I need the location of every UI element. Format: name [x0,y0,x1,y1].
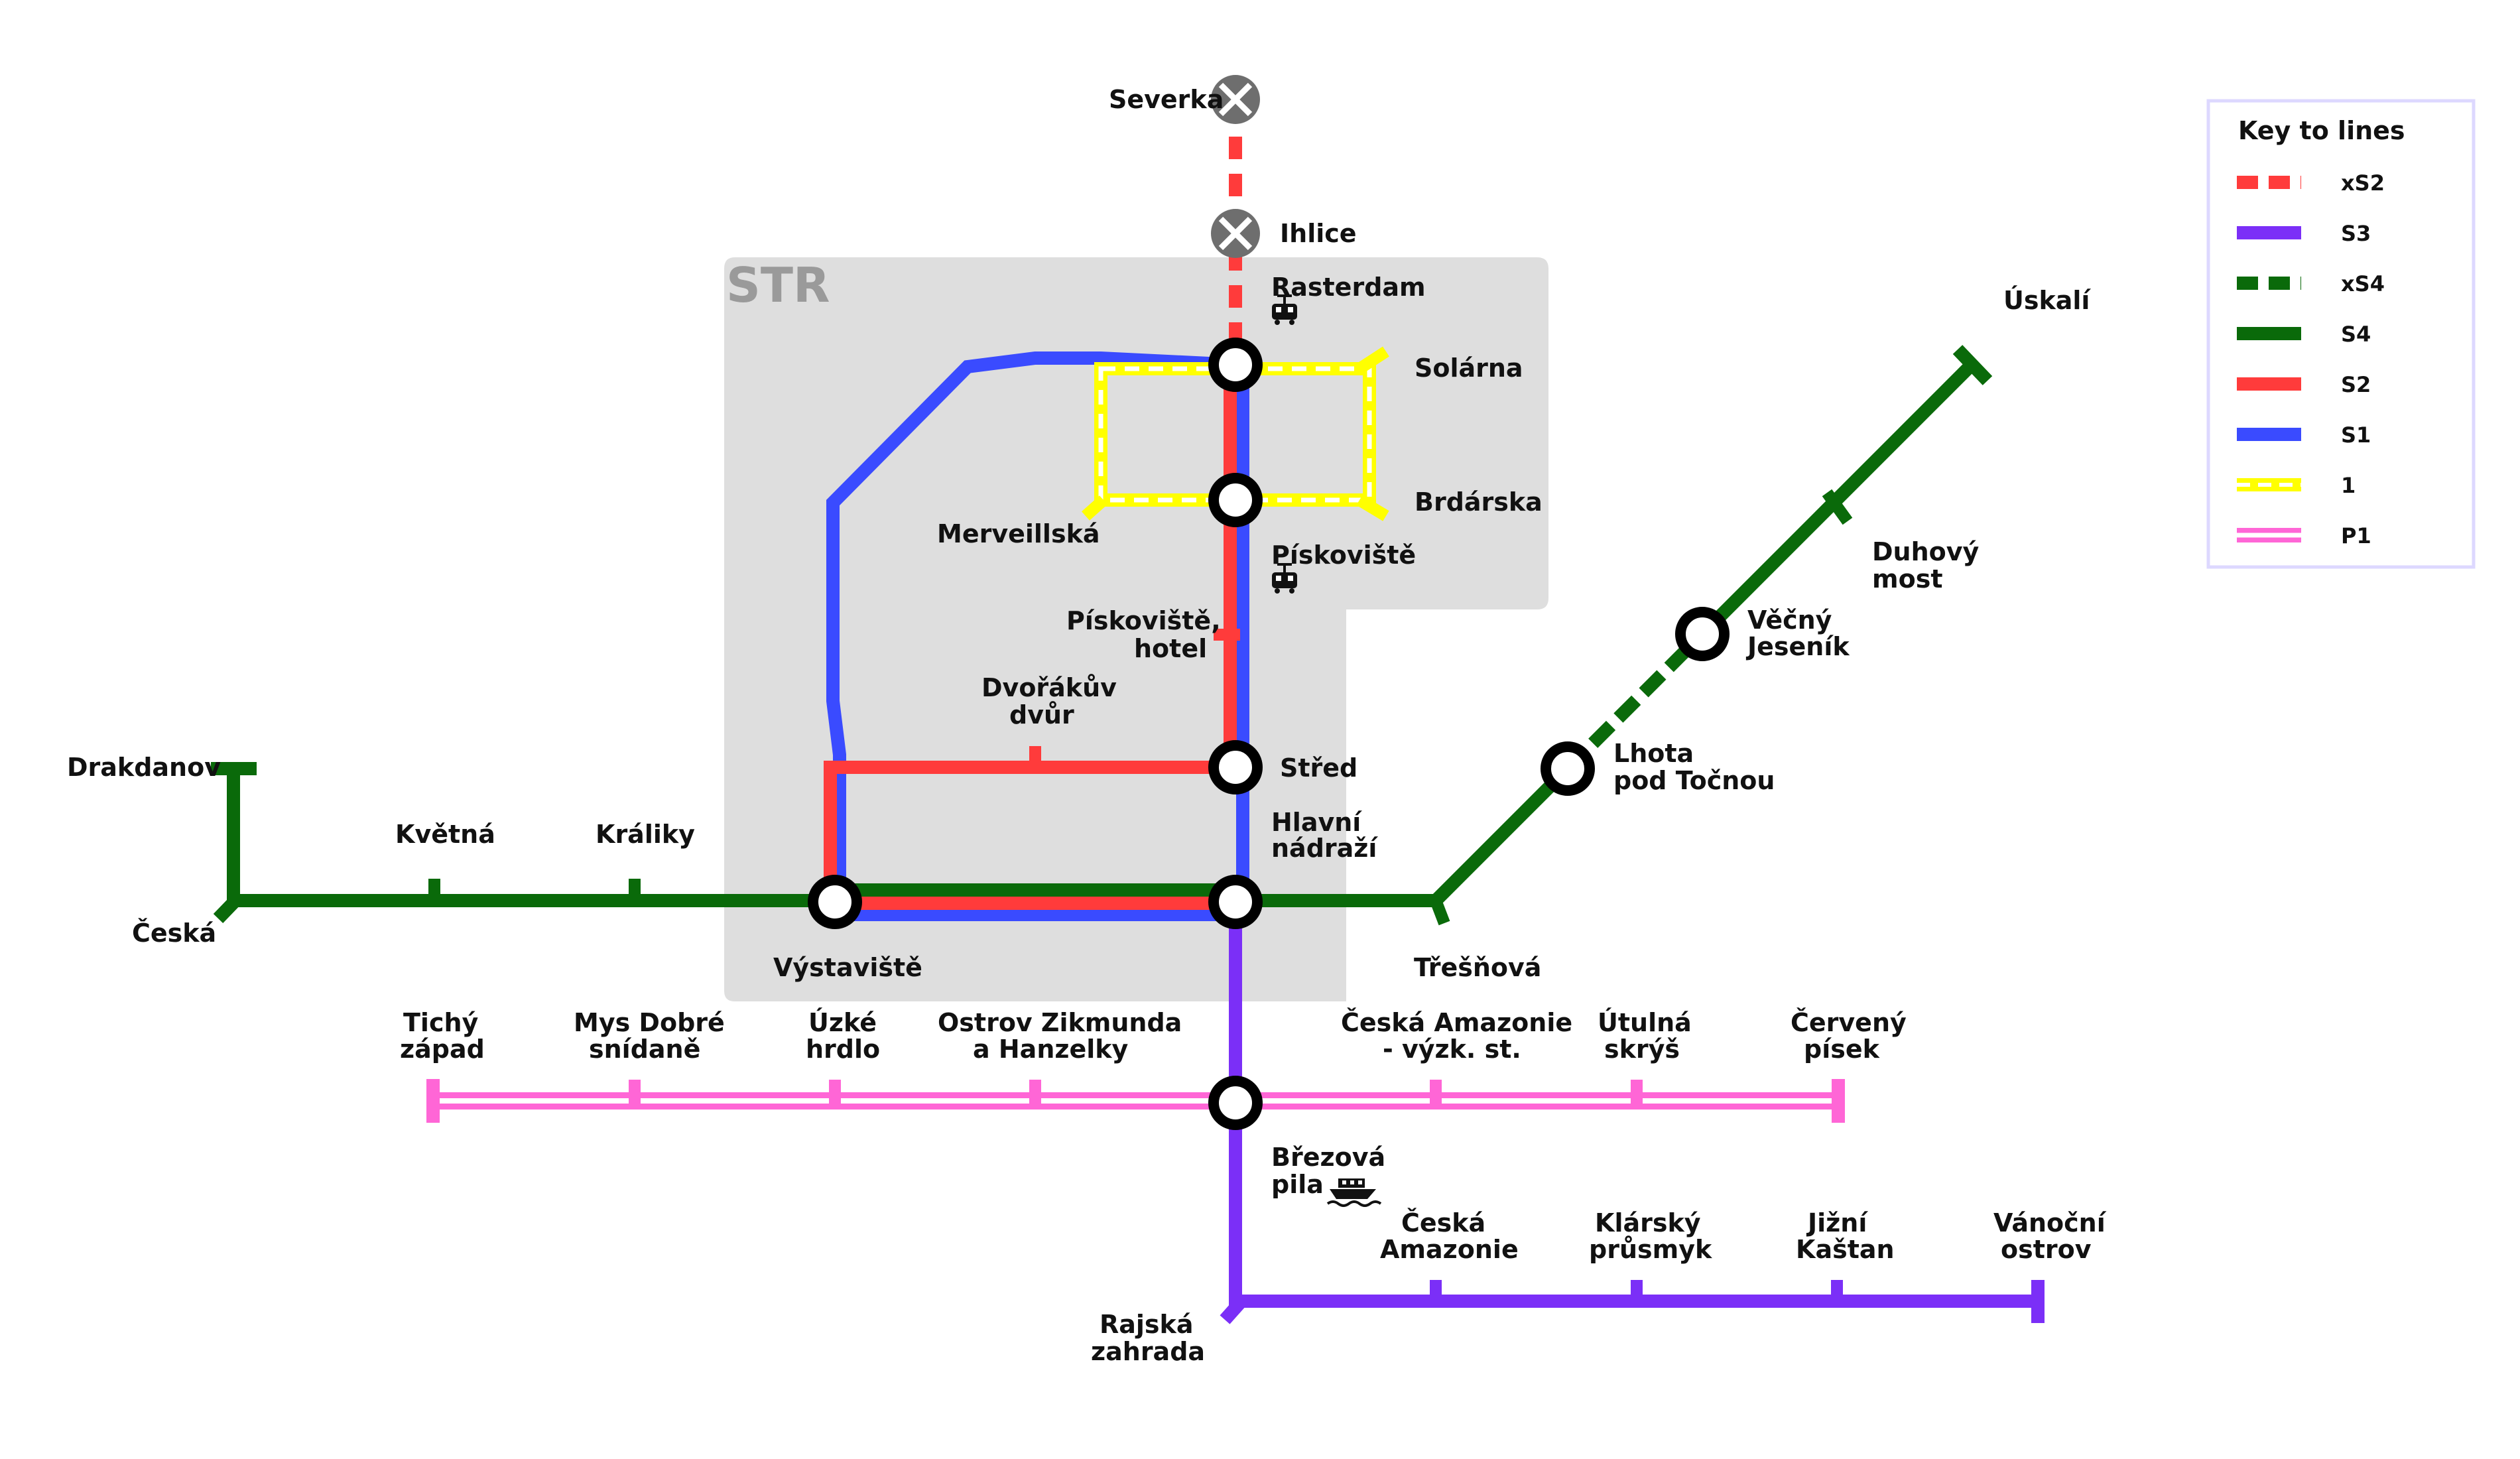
station-brezova-pila-interchange[interactable] [1208,1076,1263,1130]
label-cerveny-pisek-2: písek [1804,1035,1880,1064]
label-solarna: Solárna [1415,353,1523,383]
label-vecny-jesenik: Věčný [1747,605,1832,635]
label-kvetna: Květná [395,820,495,849]
line-s3 [1220,903,2045,1324]
svg-text:xS2: xS2 [2341,170,2385,196]
legend-title: Key to lines [2238,116,2405,145]
station-hlavni-nadrazi-interchange[interactable] [1208,875,1263,929]
label-klarsky-prusmyk: Klárský [1595,1208,1701,1237]
legend-item-s1: S1 [2237,422,2371,448]
label-uskali: Úskalí [2003,286,2091,315]
s4-tick [1822,489,1853,525]
label-cerveny-pisek: Červený [1791,1008,1907,1037]
label-lhota-2: pod Točnou [1613,766,1775,795]
label-drakdanov: Drakdanov [67,753,221,782]
label-piskoviste: Pískoviště [1271,540,1416,570]
label-kraliky: Králiky [596,820,695,849]
label-vecny-jesenik-2: Jeseník [1745,632,1850,661]
label-vystaviste: Výstaviště [773,953,922,982]
label-piskoviste-hotel: Pískoviště, [1066,606,1221,635]
label-ceska-amazonie-vyzk-2: - výzk. st. [1383,1035,1521,1064]
station-stred-interchange[interactable] [1208,740,1263,794]
tram-icon [1272,294,1297,325]
legend: Key to lines xS2 S3 xS4 S4 S2 S1 1 [2206,99,2476,569]
label-dvorakuv-dvur-2: dvůr [1009,700,1074,730]
label-vanocni-ostrov-2: ostrov [2001,1235,2092,1264]
label-ostrov-zikmunda-2: a Hanzelky [973,1035,1129,1064]
legend-item-1: 1 [2237,473,2356,498]
station-vecny-jesenik-interchange[interactable] [1675,607,1730,661]
label-stred: Střed [1280,753,1357,783]
label-ostrov-zikmunda: Ostrov Zikmunda [938,1008,1182,1037]
label-rasterdam: Rasterdam [1271,273,1426,302]
closed-station-icon [1211,75,1260,124]
svg-text:xS4: xS4 [2341,271,2385,296]
svg-text:S4: S4 [2341,322,2371,347]
zone-label: STR [726,257,830,313]
label-uzke-hrdlo-2: hrdlo [806,1035,880,1064]
legend-item-p1: P1 [2237,523,2371,548]
label-klarsky-prusmyk-2: průsmyk [1589,1235,1712,1264]
line-p1 [426,1079,1845,1123]
legend-item-s2: S2 [2237,372,2371,397]
svg-text:P1: P1 [2341,523,2371,548]
label-ihlice: Ihlice [1280,219,1357,248]
label-ceska-amazonie: Česká [1401,1208,1485,1237]
label-tresnova: Třešňová [1414,953,1541,982]
str-zone [724,257,1548,1001]
station-piskoviste-interchange[interactable] [1208,473,1263,527]
label-rajska-zahrada-2: zahrada [1091,1337,1205,1366]
svg-text:1: 1 [2341,473,2356,498]
label-severka: Severka [1109,85,1224,114]
label-utulna-skrys-2: skrýš [1604,1035,1680,1064]
label-mys-dobre-snidane: Mys Dobré [574,1008,725,1037]
label-dvorakuv-dvur: Dvořákův [981,673,1117,702]
svg-text:S3: S3 [2341,221,2371,246]
stations [808,338,1730,1130]
label-brezova-pila-2: pila [1271,1170,1324,1199]
legend-item-s4: S4 [2237,322,2371,347]
label-brezova-pila: Březová [1271,1143,1385,1172]
station-vystaviste-interchange[interactable] [808,875,862,929]
label-utulna-skrys: Útulná [1598,1008,1692,1037]
line-s1 [826,351,1249,921]
line-xs4 [1562,629,1708,774]
svg-text:S1: S1 [2341,422,2371,448]
label-duhovy-most: Duhový [1872,537,1980,566]
label-rajska-zahrada: Rajská [1100,1310,1193,1339]
label-ceska-amazonie-vyzk: Česká Amazonie [1341,1008,1572,1037]
station-lhota-interchange[interactable] [1541,741,1595,796]
label-merveillska: Merveillská [937,519,1100,548]
legend-item-s3: S3 [2237,221,2371,246]
label-brdarska: Brdárska [1415,487,1543,517]
label-hlavni-nadrazi-2: nádraží [1271,834,1378,863]
label-tichy-zapad-2: západ [400,1035,485,1064]
label-lhota: Lhota [1613,739,1694,768]
label-duhovy-most-2: most [1872,564,1943,594]
line-s4 [211,345,1993,926]
label-tichy-zapad: Tichý [403,1008,479,1037]
label-jizni-kastan-2: Kaštan [1796,1235,1895,1264]
tram-icon [1272,563,1297,594]
line-s2 [824,365,1240,910]
closed-station-icon [1211,209,1260,258]
label-piskoviste-hotel-2: hotel [1134,634,1207,663]
label-ceska-amazonie-2: Amazonie [1380,1235,1519,1264]
station-rasterdam-interchange[interactable] [1208,338,1263,392]
label-jizni-kastan: Jižní [1806,1208,1868,1237]
legend-item-xs4: xS4 [2237,271,2385,296]
label-mys-dobre-snidane-2: snídaně [589,1035,700,1064]
label-ceska: Česká [132,919,216,948]
svg-text:S2: S2 [2341,372,2371,397]
label-uzke-hrdlo: Úzké [808,1008,877,1037]
label-vanocni-ostrov: Vánoční [1993,1208,2107,1237]
legend-item-xs2: xS2 [2237,170,2385,196]
boat-icon [1326,1178,1382,1207]
label-hlavni-nadrazi: Hlavní [1271,808,1362,837]
